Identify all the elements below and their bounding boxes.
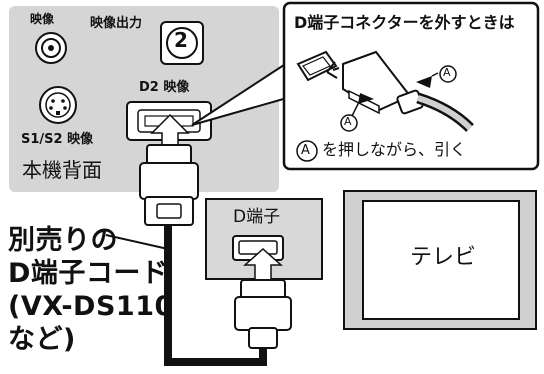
cable-label-line3: (VX-DS110 — [8, 291, 174, 322]
d2-label: D2 映像 — [139, 80, 190, 95]
cable-label-line2: D端子コード — [8, 258, 169, 289]
video-label: 映像 — [30, 12, 55, 26]
marker-a-text-2: A — [344, 115, 352, 128]
cable-label-leader — [105, 234, 169, 250]
instruction-marker-a — [296, 140, 318, 162]
tv-screen — [362, 200, 520, 320]
cable-label-line4: など) — [8, 324, 76, 355]
callout-title: D端子コネクターを外すときは — [294, 13, 515, 32]
s-video-label: S1/S2 映像 — [21, 132, 94, 147]
video-out-label: 映像出力 — [90, 16, 143, 31]
connector-illustration — [296, 50, 474, 132]
cable-label-line1: 別売りの — [8, 225, 118, 256]
callout-marker-a1 — [439, 65, 457, 83]
marker-a-text-1: A — [443, 66, 451, 79]
instruction-marker-text: A — [301, 143, 310, 158]
d-cable-plug-top — [139, 144, 199, 226]
callout-instruction: を押しながら、引く — [322, 140, 467, 159]
callout-marker-a2 — [340, 114, 358, 132]
tv-screen-label: テレビ — [410, 245, 477, 270]
rear-panel-caption: 本機背面 — [22, 158, 102, 182]
output-number: 2 — [174, 28, 188, 52]
tv-d-port-label: D端子 — [233, 207, 281, 227]
rear-panel — [9, 6, 279, 192]
d-cable-plug-bottom — [234, 279, 292, 349]
